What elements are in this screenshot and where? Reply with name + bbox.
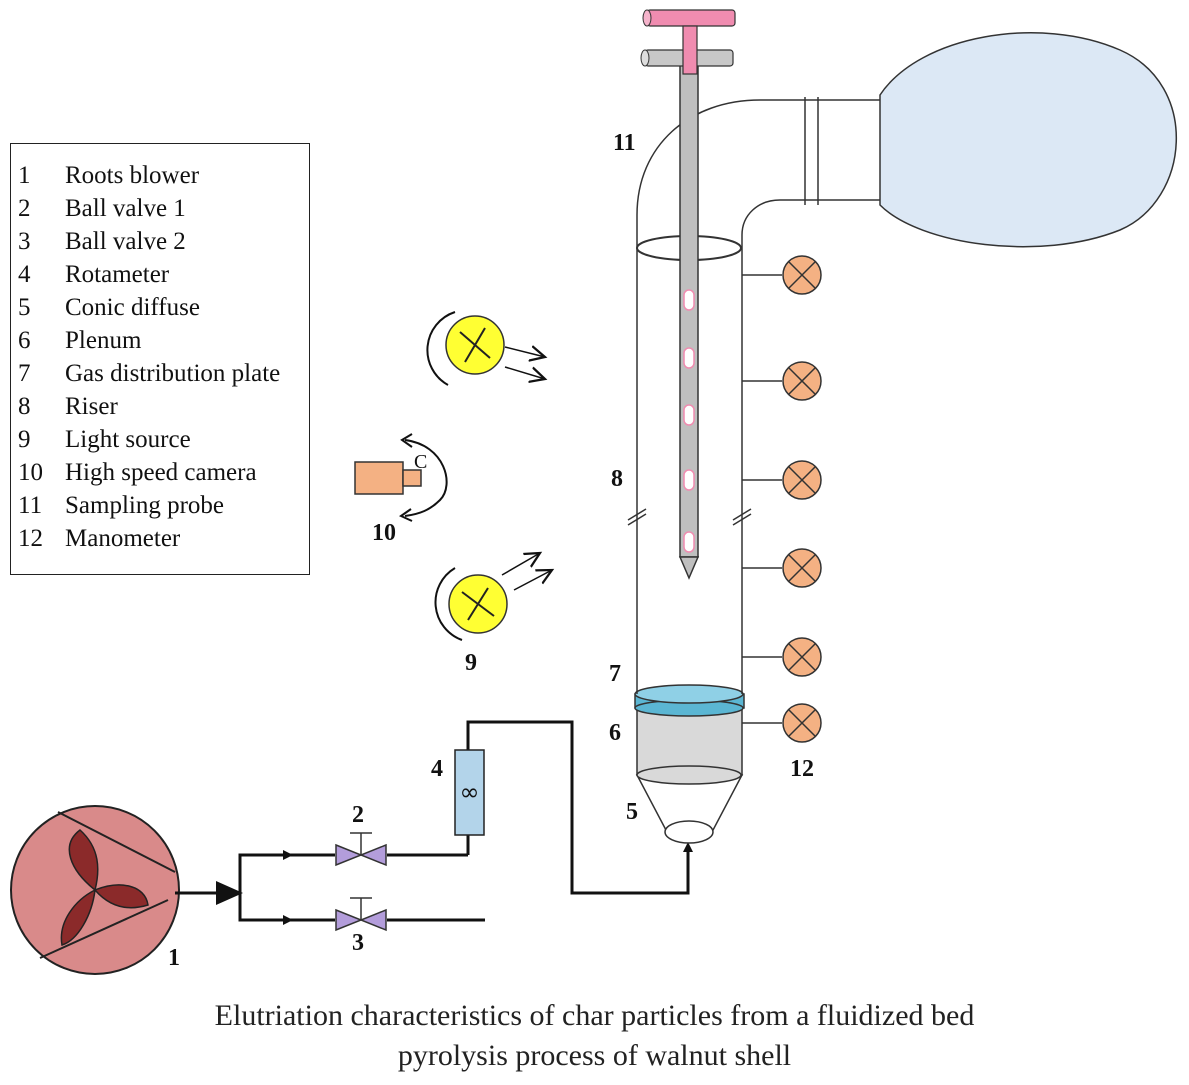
legend-item-number: 3 [18, 228, 31, 255]
legend-item-number: 1 [18, 162, 31, 189]
collection-bag [879, 32, 1178, 248]
legend-item-label: Roots blower [65, 162, 200, 189]
legend-item: 12 Manometer [11, 522, 311, 555]
manometer-icon [742, 703, 822, 743]
label-10: 10 [372, 520, 396, 546]
legend-item-label: Light source [65, 426, 191, 453]
manometer-icon [742, 548, 822, 588]
legend-item: 11 Sampling probe [11, 489, 311, 522]
legend-item-number: 2 [18, 195, 31, 222]
legend-item: 1 Roots blower [11, 159, 311, 192]
legend-item-label: Rotameter [65, 261, 170, 288]
legend-item-number: 5 [18, 294, 31, 321]
label-4: 4 [431, 756, 443, 782]
legend-item: 6 Plenum [11, 324, 311, 357]
label-1: 1 [168, 945, 180, 971]
high-speed-camera: C [354, 433, 448, 522]
legend-item: 3 Ball valve 2 [11, 225, 311, 258]
blower-rotor-icon [60, 829, 149, 946]
legend-item-label: Riser [65, 393, 118, 420]
manometer-icon [742, 361, 822, 401]
legend-item-number: 6 [18, 327, 31, 354]
rotameter-symbol: ∞ [460, 778, 480, 806]
manometers [742, 255, 822, 743]
label-12: 12 [790, 756, 814, 782]
legend-item: 8 Riser [11, 390, 311, 423]
legend-item: 2 Ball valve 1 [11, 192, 311, 225]
legend-box: 1 Roots blower 2 Ball valve 1 3 Ball val… [10, 143, 310, 575]
label-5: 5 [626, 799, 638, 825]
ball-valve-2 [335, 897, 387, 932]
legend-item-label: Gas distribution plate [65, 360, 281, 387]
legend-item-label: High speed camera [65, 459, 257, 486]
label-8: 8 [611, 466, 623, 492]
caption-line-2: pyrolysis process of walnut shell [397, 1039, 792, 1072]
label-6: 6 [609, 720, 621, 746]
legend-item: 4 Rotameter [11, 258, 311, 291]
manometer-icon [742, 255, 822, 295]
component-number-labels: 1 2 3 4 5 6 7 8 9 10 11 12 [168, 130, 814, 971]
conic-diffuser [635, 774, 744, 844]
legend-item-number: 11 [18, 492, 43, 519]
label-7: 7 [609, 661, 621, 687]
legend-item-label: Conic diffuse [65, 294, 200, 321]
legend-item: 5 Conic diffuse [11, 291, 311, 324]
legend-item: 10 High speed camera [11, 456, 311, 489]
legend-item: 9 Light source [11, 423, 311, 456]
piping [175, 720, 690, 922]
label-11: 11 [613, 130, 636, 156]
legend-item-number: 10 [18, 459, 43, 486]
legend-item-label: Sampling probe [65, 492, 225, 519]
legend-item-number: 7 [18, 360, 31, 387]
plenum [636, 704, 743, 785]
legend-item-number: 9 [18, 426, 31, 453]
legend-item-label: Ball valve 2 [65, 228, 186, 255]
label-3: 3 [352, 930, 364, 956]
manometer-icon [742, 637, 822, 677]
outlet-elbow [636, 97, 880, 248]
legend-item-number: 12 [18, 525, 43, 552]
sampling-probe [640, 9, 736, 580]
gas-distribution-plate [634, 684, 745, 717]
legend-item: 7 Gas distribution plate [11, 357, 311, 390]
caption-line-1: Elutriation characteristics of char part… [214, 999, 975, 1032]
roots-blower [10, 805, 180, 975]
legend-item-label: Plenum [65, 327, 142, 354]
rotameter: ∞ [454, 749, 485, 836]
label-2: 2 [352, 802, 364, 828]
label-9: 9 [465, 650, 477, 676]
legend-item-number: 4 [18, 261, 31, 288]
light-source-top [426, 311, 545, 386]
legend-item-number: 8 [18, 393, 31, 420]
ball-valve-1 [335, 832, 387, 867]
manometer-icon [742, 460, 822, 500]
camera-c-label: C [414, 451, 427, 473]
light-source-bottom [434, 553, 552, 641]
legend-item-label: Manometer [65, 525, 181, 552]
legend-item-label: Ball valve 1 [65, 195, 186, 222]
